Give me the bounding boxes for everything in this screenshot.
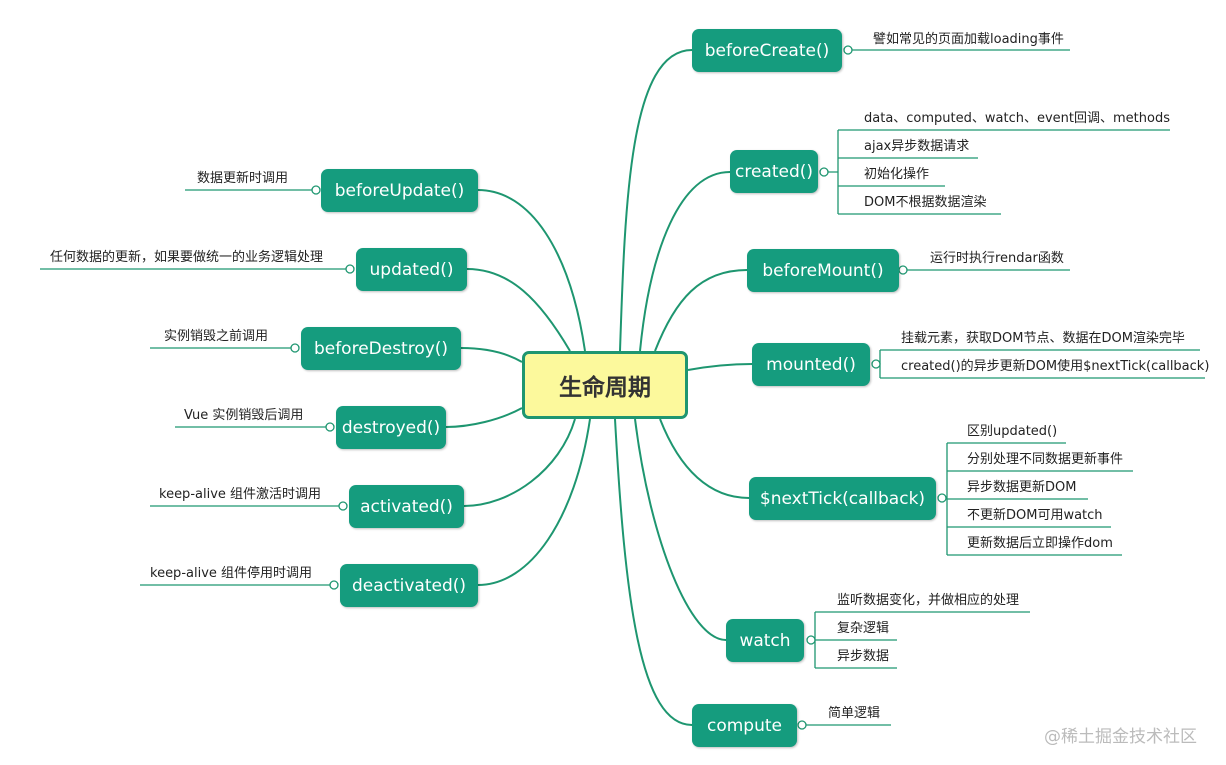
note-next-tick-5: 更新数据后立即操作dom (967, 536, 1113, 551)
note-updated: 任何数据的更新，如果要做统一的业务逻辑处理 (50, 250, 324, 265)
note-before-destroy: 实例销毁之前调用 (164, 329, 269, 344)
node-before-destroy[interactable]: beforeDestroy() (301, 327, 461, 370)
note-before-create-1: 譬如常见的页面加载loading事件 (873, 32, 1064, 47)
note-watch-2: 复杂逻辑 (837, 621, 890, 636)
node-mounted[interactable]: mounted() (752, 343, 870, 386)
node-before-mount[interactable]: beforeMount() (747, 249, 899, 292)
note-deactivated: keep-alive 组件停用时调用 (150, 566, 313, 581)
note-created-1: data、computed、watch、event回调、methods (864, 111, 1170, 126)
node-before-create[interactable]: beforeCreate() (692, 29, 842, 72)
note-mounted-2: created()的异步更新DOM使用$nextTick(callback) (901, 359, 1210, 374)
note-before-mount-1: 运行时执行rendar函数 (930, 251, 1064, 266)
note-created-2: ajax异步数据请求 (864, 139, 970, 154)
node-before-update[interactable]: beforeUpdate() (321, 169, 478, 212)
note-watch-3: 异步数据 (837, 649, 890, 664)
note-created-3: 初始化操作 (864, 167, 930, 182)
note-destroyed: Vue 实例销毁后调用 (184, 408, 304, 423)
note-before-update: 数据更新时调用 (197, 171, 289, 186)
note-mounted-1: 挂载元素，获取DOM节点、数据在DOM渲染完毕 (901, 331, 1185, 346)
center-node-lifecycle[interactable]: 生命周期 (522, 351, 688, 419)
node-destroyed[interactable]: destroyed() (336, 406, 446, 449)
note-compute-1: 简单逻辑 (828, 706, 881, 721)
node-next-tick[interactable]: $nextTick(callback) (749, 477, 936, 520)
node-created[interactable]: created() (730, 150, 818, 193)
note-next-tick-1: 区别updated() (967, 424, 1058, 439)
note-next-tick-3: 异步数据更新DOM (967, 480, 1077, 495)
node-deactivated[interactable]: deactivated() (340, 564, 478, 607)
node-compute[interactable]: compute (692, 704, 797, 747)
node-watch[interactable]: watch (726, 619, 804, 662)
node-activated[interactable]: activated() (349, 485, 464, 528)
note-watch-1: 监听数据变化，并做相应的处理 (837, 593, 1020, 608)
note-activated: keep-alive 组件激活时调用 (159, 487, 322, 502)
node-updated[interactable]: updated() (356, 248, 467, 291)
note-next-tick-4: 不更新DOM可用watch (967, 508, 1103, 523)
note-next-tick-2: 分别处理不同数据更新事件 (967, 452, 1124, 467)
note-created-4: DOM不根据数据渲染 (864, 195, 987, 210)
watermark-text: @稀土掘金技术社区 (1044, 727, 1197, 747)
